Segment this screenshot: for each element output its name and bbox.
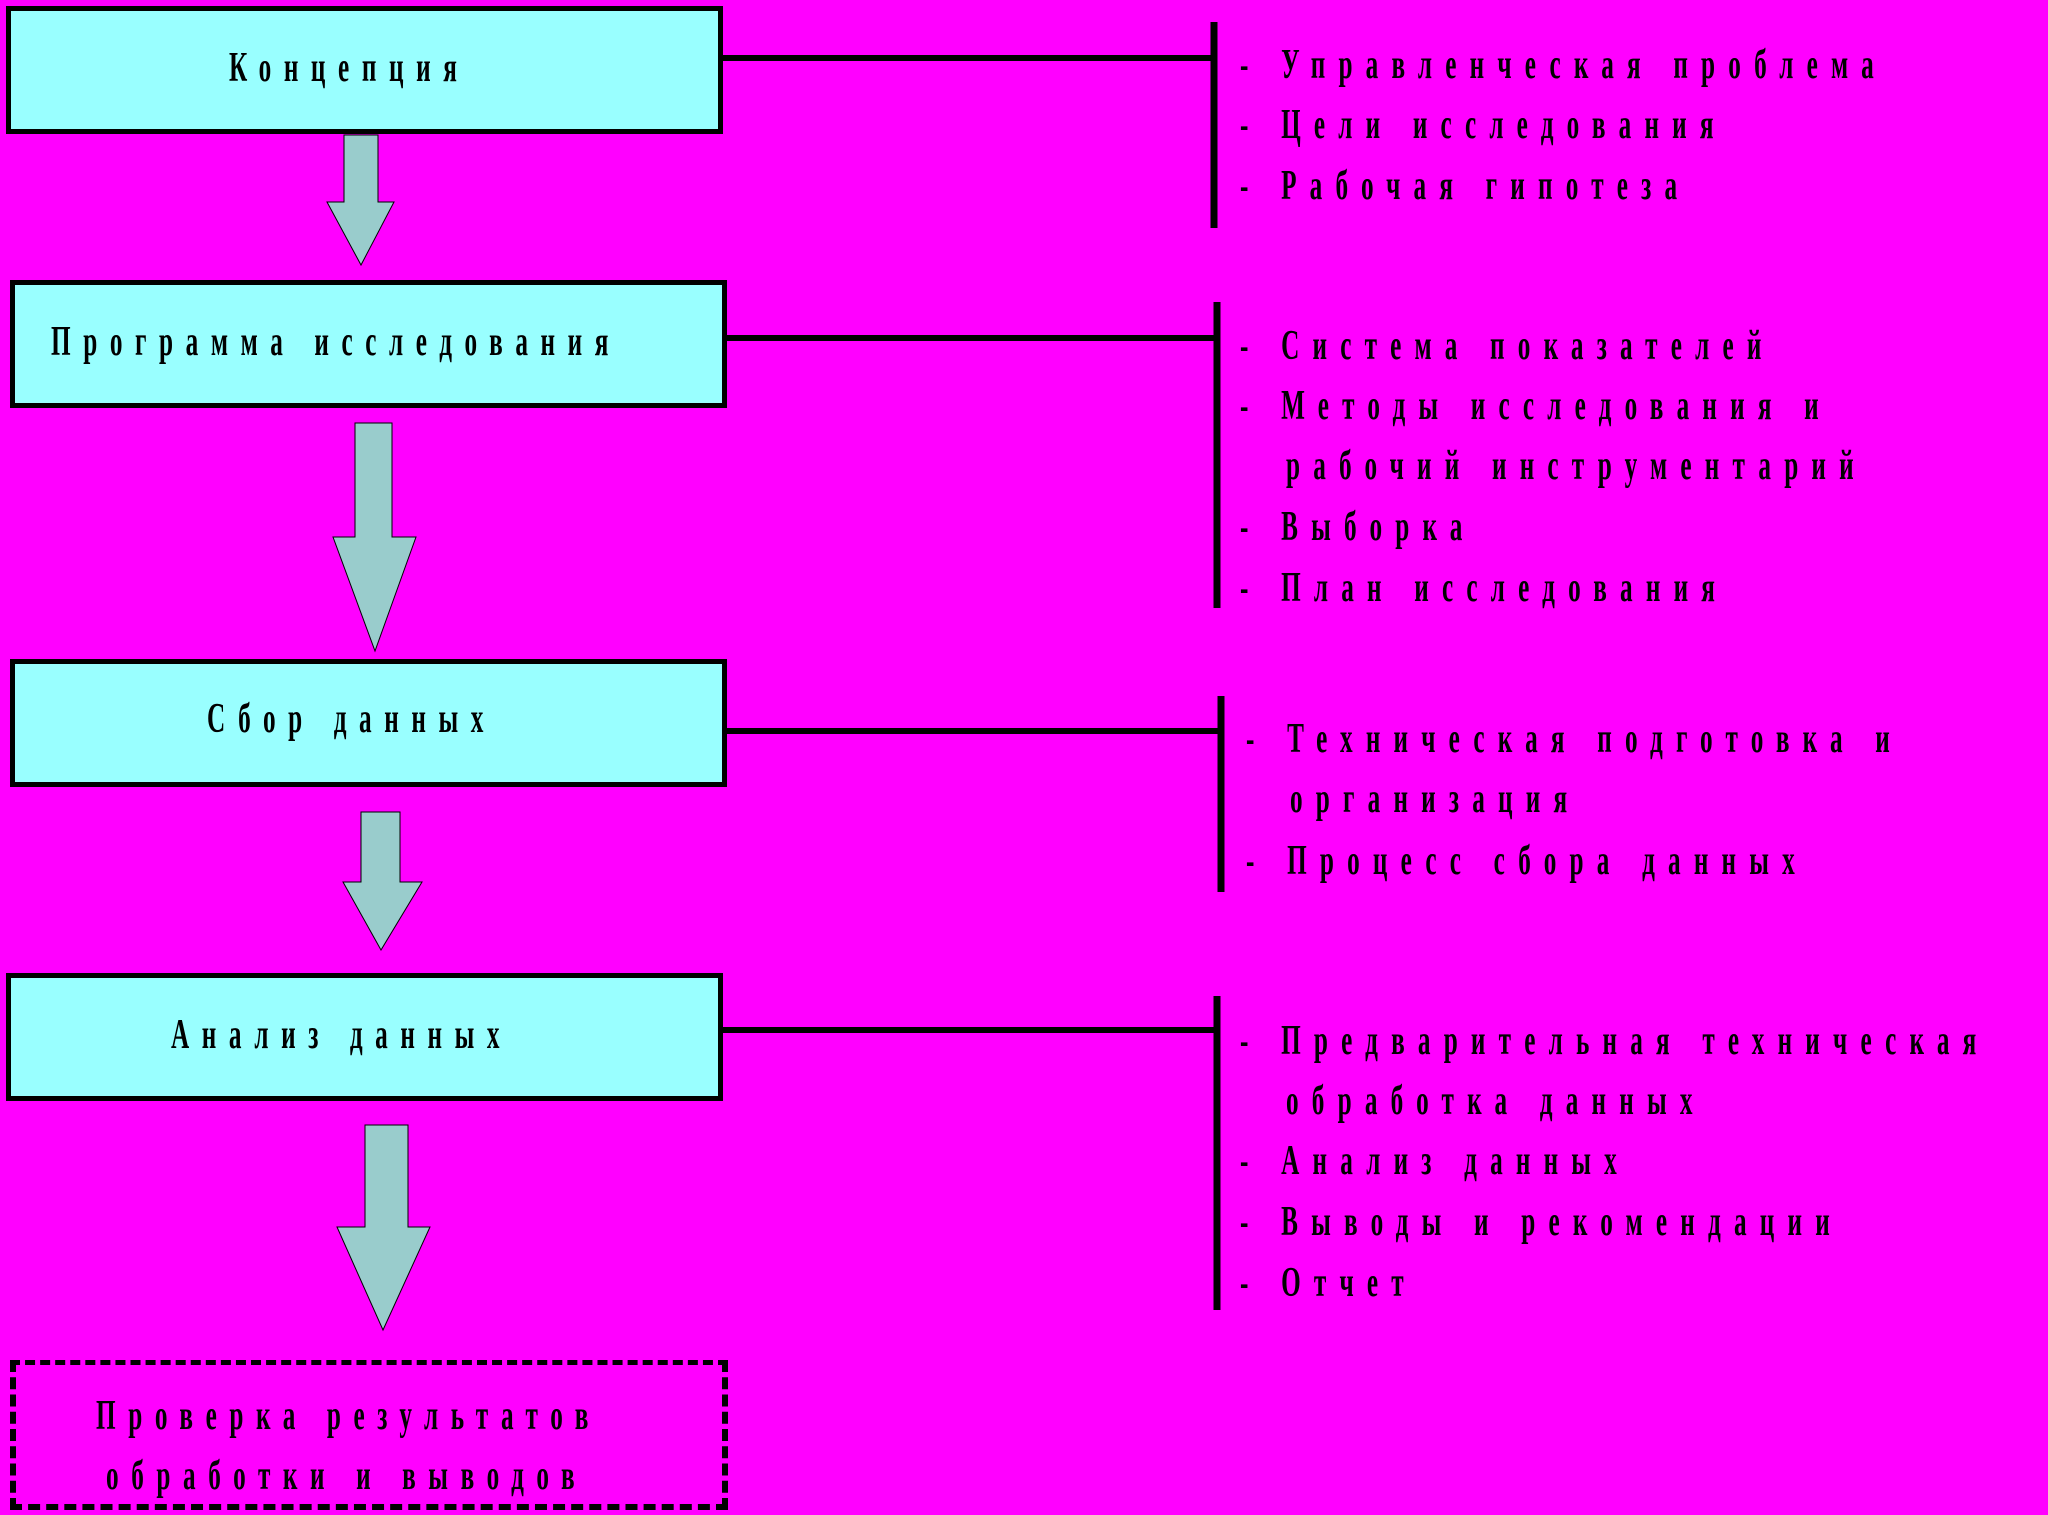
stage-box-data-analysis: Анализ данных: [6, 973, 723, 1101]
detail-item: - Техническая подготовка и: [1246, 716, 1904, 762]
detail-item: рабочий инструментарий: [1286, 443, 1867, 489]
detail-item: - Система показателей: [1240, 323, 1775, 369]
detail-item: - Отчет: [1240, 1260, 1417, 1306]
down-arrow-2: [332, 422, 417, 653]
down-arrow-1: [326, 134, 395, 267]
stage-title: Программа исследования: [51, 319, 622, 365]
detail-item: - Анализ данных: [1240, 1138, 1630, 1184]
detail-item: - Предварительная техническая: [1240, 1018, 1990, 1064]
detail-item: - Выборка: [1240, 504, 1476, 550]
detail-item: - Методы исследования и: [1240, 383, 1832, 429]
detail-item: - Цели исследования: [1240, 102, 1727, 148]
down-arrow-4: [336, 1124, 431, 1332]
verification-line-2: обработки и выводов: [106, 1453, 588, 1499]
detail-item: - Выводы и рекомендации: [1240, 1199, 1843, 1245]
detail-item: обработка данных: [1286, 1078, 1706, 1124]
detail-item: - План исследования: [1240, 565, 1729, 611]
stage-title: Анализ данных: [171, 1012, 513, 1058]
detail-item: - Рабочая гипотеза: [1240, 163, 1691, 209]
verification-line-1: Проверка результатов: [96, 1393, 601, 1439]
stage-title: Концепция: [229, 45, 470, 91]
stage-title: Сбор данных: [207, 696, 496, 742]
stage-box-program: Программа исследования: [10, 280, 727, 408]
detail-item: организация: [1290, 776, 1581, 822]
down-arrow-3: [342, 811, 423, 951]
stage-box-data-collection: Сбор данных: [10, 659, 727, 787]
verification-box: Проверка результатов обработки и выводов: [10, 1360, 728, 1510]
detail-item: - Управленческая проблема: [1240, 42, 1887, 88]
stage-box-concept: Концепция: [6, 6, 723, 134]
detail-item: - Процесс сбора данных: [1246, 838, 1808, 884]
